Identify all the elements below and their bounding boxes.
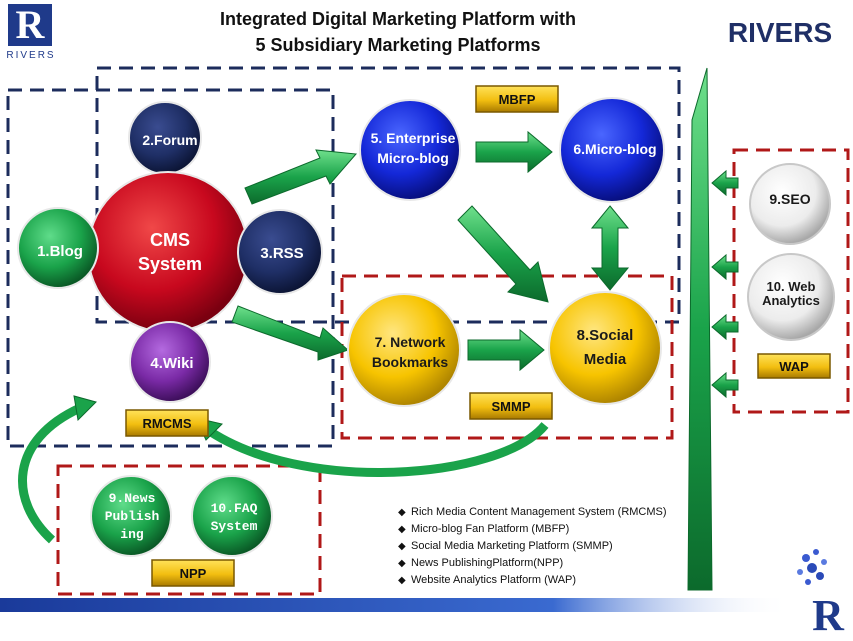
arrow-cms-to-enterprise	[244, 149, 358, 205]
node-news-label-2: Publish	[105, 509, 160, 524]
node-social-label-2: Media	[584, 351, 627, 368]
smmp-box	[340, 274, 674, 440]
legend-item: ◆ News PublishingPlatform(NPP)	[398, 557, 563, 569]
node-social-media: 8.Social Media	[548, 291, 662, 405]
node-faq-label-1: 10.FAQ	[211, 501, 258, 516]
legend-item-label: Micro-blog Fan Platform (MBFP)	[411, 523, 569, 535]
legend-item-label: Social Media Marketing Platform (SMMP)	[411, 540, 613, 552]
node-faq-system: 10.FAQ System	[191, 475, 273, 557]
curved-arrow-head-2	[73, 395, 97, 422]
badge-rmcms-label: RMCMS	[142, 416, 191, 431]
arrow-left-2	[711, 253, 739, 281]
badge-mbfp: MBFP	[475, 85, 559, 113]
wap-arrows	[711, 169, 739, 399]
arrow-enterprise-to-microblog	[475, 130, 553, 174]
badge-npp-label: NPP	[180, 566, 207, 581]
node-bookmarks: 7. Network Bookmarks	[347, 293, 461, 407]
legend-item-label: Website Analytics Platform (WAP)	[411, 574, 576, 586]
node-social-label-1: 8.Social	[577, 327, 634, 344]
legend-item: ◆ Social Media Marketing Platform (SMMP)	[398, 540, 613, 552]
title-line-2: 5 Subsidiary Marketing Platforms	[255, 35, 540, 55]
node-forum-label: 2.Forum	[142, 132, 197, 148]
bubbles-logo-icon: R	[797, 549, 845, 640]
curved-arrow-smmp-to-rmcms	[202, 421, 549, 477]
arrow-left-4	[711, 371, 739, 399]
curved-arrow-npp-to-rmcms	[18, 403, 82, 544]
legend-item-label: News PublishingPlatform(NPP)	[411, 557, 563, 569]
vertical-green-bar	[687, 67, 713, 591]
node-enterprise-label-2: Micro-blog	[377, 150, 449, 166]
node-web-analytics: 10. Web Analytics	[747, 253, 835, 341]
node-analytics-label-2: Analytics	[762, 293, 820, 308]
node-enterprise-microblog: 5. Enterprise Micro-blog	[359, 99, 461, 201]
legend: ◆ Rich Media Content Management System (…	[398, 506, 667, 586]
brand-wordmark: RIVERS	[728, 17, 832, 48]
node-blog: 1.Blog	[17, 207, 99, 289]
legend-item: ◆ Rich Media Content Management System (…	[398, 506, 667, 518]
node-seo-label: 9.SEO	[769, 191, 810, 207]
legend-bullet-icon: ◆	[398, 558, 406, 569]
legend-bullet-icon: ◆	[398, 575, 406, 586]
node-cms-label-1: CMS	[150, 230, 190, 250]
footer-logo-letter: R	[812, 591, 845, 640]
legend-bullet-icon: ◆	[398, 524, 406, 535]
badge-wap: WAP	[757, 353, 831, 379]
rivers-logo: R RIVERS	[6, 2, 55, 61]
node-microblog-label: 6.Micro-blog	[573, 141, 656, 157]
node-bookmarks-label-1: 7. Network	[375, 334, 446, 350]
badge-smmp: SMMP	[469, 392, 553, 420]
logo-letter: R	[16, 2, 46, 47]
node-analytics-label-1: 10. Web	[767, 279, 816, 294]
node-blog-label: 1.Blog	[37, 243, 83, 260]
legend-bullet-icon: ◆	[398, 541, 406, 552]
node-seo: 9.SEO	[749, 163, 831, 245]
arrow-enterprise-to-social	[457, 205, 549, 303]
arrow-bookmarks-to-social	[467, 328, 545, 372]
node-wiki: 4.Wiki	[129, 321, 211, 403]
logo-box	[8, 4, 52, 46]
rmcms-box	[6, 88, 335, 448]
legend-item: ◆ Micro-blog Fan Platform (MBFP)	[398, 523, 569, 535]
node-bookmarks-label-2: Bookmarks	[372, 354, 448, 370]
logo-name: RIVERS	[6, 50, 55, 61]
node-enterprise-label-1: 5. Enterprise	[371, 130, 456, 146]
node-forum: 2.Forum	[128, 101, 202, 175]
node-faq-label-2: System	[211, 519, 258, 534]
arrow-left-1	[711, 169, 739, 197]
badge-rmcms: RMCMS	[125, 409, 209, 437]
node-microblog: 6.Micro-blog	[559, 97, 665, 203]
node-rss-label: 3.RSS	[260, 245, 303, 262]
legend-item-label: Rich Media Content Management System (RM…	[411, 506, 667, 518]
node-news-label-1: 9.News	[109, 491, 156, 506]
node-rss: 3.RSS	[237, 209, 323, 295]
badge-npp: NPP	[151, 559, 235, 587]
wap-box	[732, 148, 850, 414]
arrow-cms-to-bookmarks	[231, 305, 349, 361]
badge-smmp-label: SMMP	[492, 399, 531, 414]
arrow-microblog-social-bidirectional	[590, 205, 630, 291]
node-news-label-3: ing	[120, 527, 144, 542]
legend-bullet-icon: ◆	[398, 507, 406, 518]
footer-gradient-bar	[0, 598, 790, 612]
title-line-1: Integrated Digital Marketing Platform wi…	[220, 9, 576, 29]
legend-item: ◆ Website Analytics Platform (WAP)	[398, 574, 576, 586]
arrow-left-3	[711, 313, 739, 341]
badge-mbfp-label: MBFP	[499, 92, 536, 107]
node-cms-label-2: System	[138, 254, 202, 274]
node-news-publishing: 9.News Publish ing	[90, 475, 172, 557]
node-cms: CMS System	[87, 171, 249, 333]
node-wiki-label: 4.Wiki	[150, 355, 193, 372]
badge-wap-label: WAP	[779, 359, 809, 374]
npp-box	[56, 464, 322, 596]
